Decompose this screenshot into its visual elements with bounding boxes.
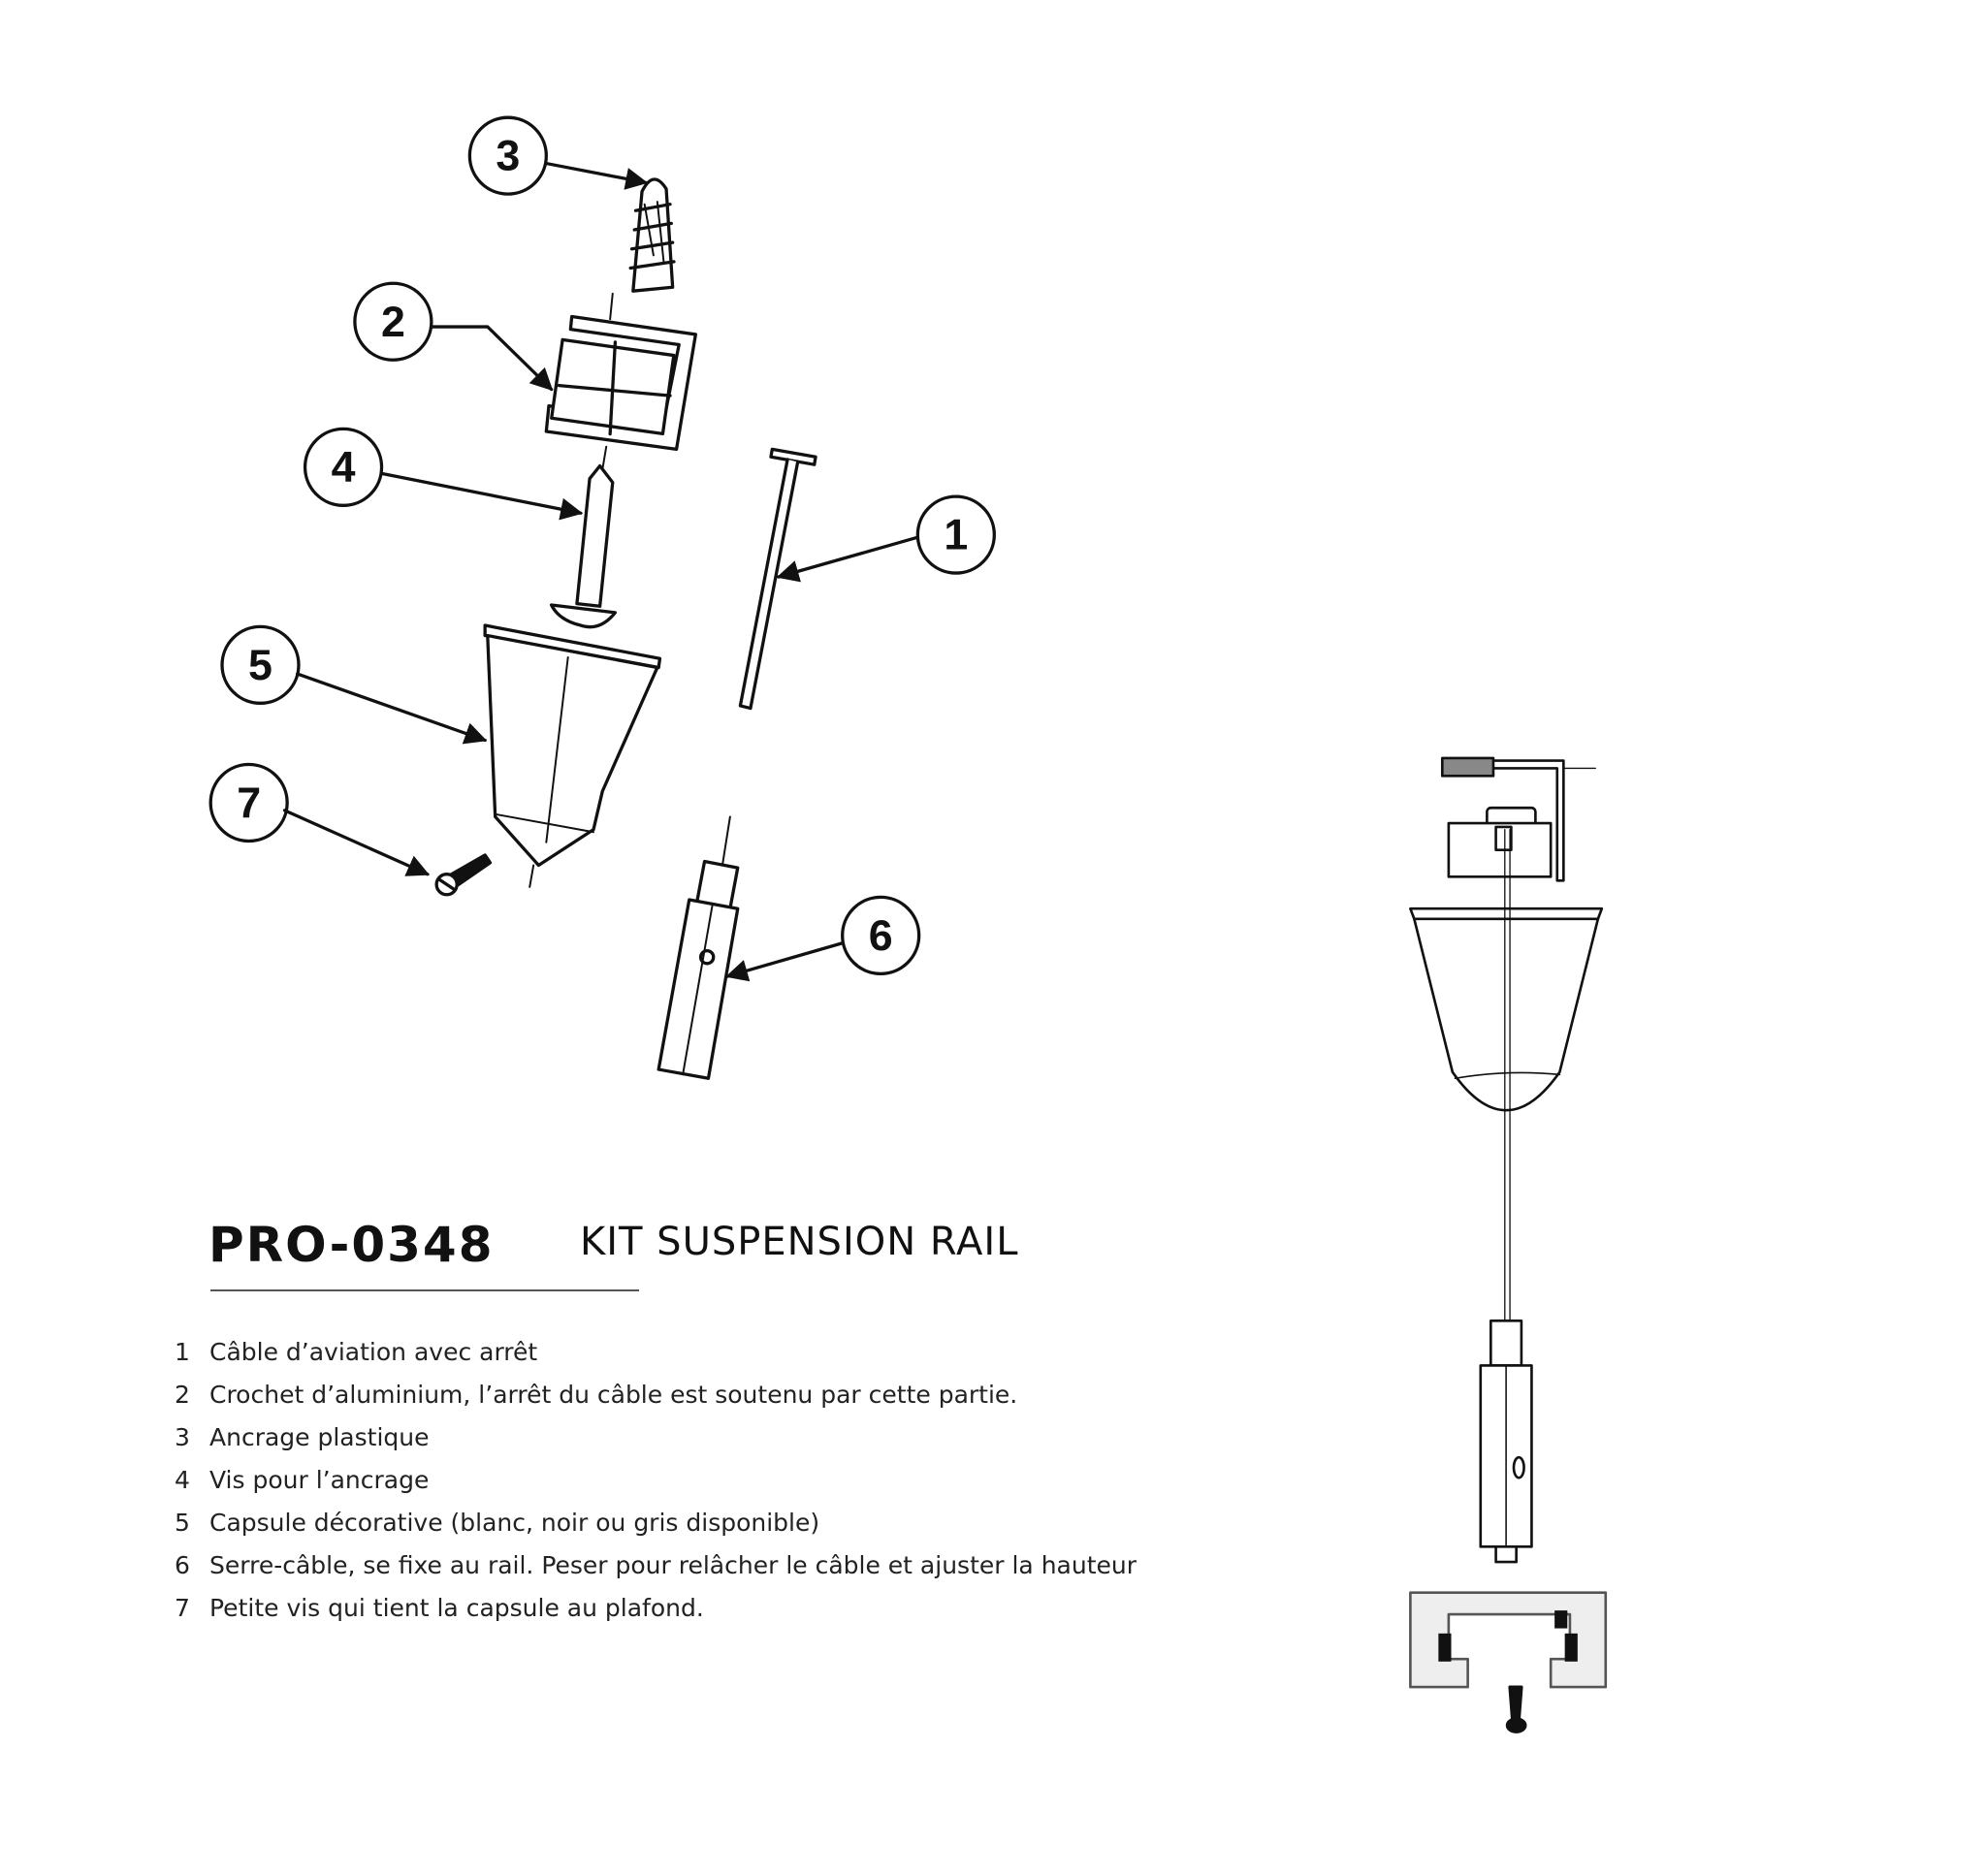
callout-3: 3 — [467, 115, 649, 196]
svg-text:6: 6 — [869, 911, 893, 960]
callout-4: 4 — [303, 427, 584, 521]
part-label: Câble d’aviation avec arrêt — [209, 1337, 538, 1366]
parts-list: 1 Câble d’aviation avec arrêt 2 Crochet d’… — [175, 1330, 1137, 1629]
svg-text:3: 3 — [496, 132, 520, 180]
part-number: 4 — [175, 1465, 190, 1494]
parts-list-item: 2 Crochet d’aluminium, l’arrêt du câble e… — [175, 1373, 1137, 1415]
parts-list-item: 7 Petite vis qui tient la capsule au plaf… — [175, 1586, 1137, 1629]
parts-list-item: 6 Serre-câble, se fixe au rail. Peser pou… — [175, 1543, 1137, 1586]
plastic-anchor-part — [628, 177, 676, 293]
part-label: Vis pour l’ancrage — [209, 1465, 430, 1494]
svg-text:2: 2 — [381, 298, 405, 346]
title-underline — [210, 1289, 639, 1291]
aviation-cable-part — [738, 447, 817, 711]
part-label: Ancrage plastique — [209, 1422, 430, 1451]
part-label: Crochet d’aluminium, l’arrêt du câble es… — [209, 1380, 1018, 1409]
parts-list-item: 3 Ancrage plastique — [175, 1415, 1137, 1458]
part-label: Petite vis qui tient la capsule au plafo… — [209, 1593, 704, 1622]
screw-part — [549, 463, 618, 629]
small-screw-part — [434, 853, 493, 897]
assembled-view — [1409, 756, 1604, 1564]
callout-7: 7 — [208, 762, 431, 876]
product-title: KIT SUSPENSION RAIL — [580, 1220, 1019, 1264]
product-code: PRO-0348 — [208, 1217, 495, 1273]
part-number: 7 — [175, 1593, 190, 1622]
svg-text:7: 7 — [237, 779, 261, 827]
svg-text:5: 5 — [248, 641, 272, 689]
parts-list-item: 4 Vis pour l’ancrage — [175, 1458, 1137, 1501]
rail-screw — [1505, 1685, 1527, 1733]
rail-profile — [1409, 1591, 1608, 1689]
part-label: Capsule décorative (blanc, noir ou gris … — [209, 1508, 820, 1537]
callout-1: 1 — [776, 494, 996, 583]
part-label: Serre-câble, se fixe au rail. Peser pour… — [209, 1550, 1137, 1579]
parts-list-item: 1 Câble d’aviation avec arrêt — [175, 1330, 1137, 1373]
callout-5: 5 — [220, 624, 488, 745]
aluminium-hook-part — [544, 292, 697, 471]
part-number: 1 — [175, 1337, 190, 1366]
callout-2: 2 — [353, 281, 554, 392]
svg-text:1: 1 — [944, 511, 968, 559]
callout-6: 6 — [725, 895, 921, 982]
svg-text:4: 4 — [332, 443, 356, 492]
cable-clamp-part — [657, 815, 740, 1080]
decorative-capsule-part — [483, 623, 662, 888]
part-number: 3 — [175, 1422, 190, 1451]
part-number: 6 — [175, 1550, 190, 1579]
parts-list-item: 5 Capsule décorative (blanc, noir ou gris… — [175, 1501, 1137, 1543]
part-number: 2 — [175, 1380, 190, 1409]
part-number: 5 — [175, 1508, 190, 1537]
